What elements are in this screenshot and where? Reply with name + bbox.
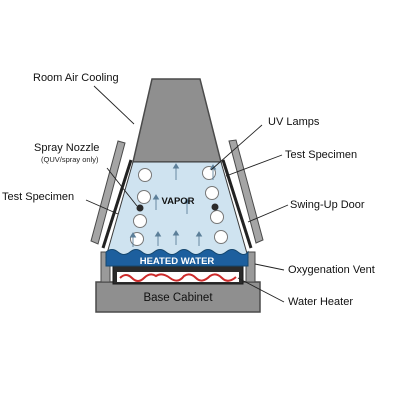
uv-lamp-icon [138, 168, 152, 182]
uv-lamp-icon [137, 190, 151, 204]
vapor-arrow-icon [152, 194, 160, 210]
vapor-arrow-icon [183, 198, 191, 214]
label-test-specimen-left: Test Specimen [2, 191, 74, 203]
spray-nozzle-icon [211, 203, 219, 211]
leader-spray-nozzle [106, 167, 138, 207]
water-heater-element [119, 273, 237, 282]
label-test-specimen-right: Test Specimen [285, 149, 357, 161]
uv-lamps [130, 166, 228, 246]
leader-test-specimen-right [225, 154, 283, 177]
label-oxygenation-vent: Oxygenation Vent [288, 264, 375, 276]
room-air-cooling-roof [132, 78, 222, 163]
test-specimen-right-panel [221, 159, 253, 249]
vapor-arrow-icon [172, 163, 180, 180]
leader-test-specimen-left [85, 199, 119, 215]
label-uv-lamps: UV Lamps [268, 116, 320, 128]
label-vapor: VAPOR [161, 196, 194, 207]
vapor-arrow-icon [129, 232, 137, 247]
leader-swing-up-door [247, 204, 289, 223]
swing-up-door-right [228, 139, 264, 244]
label-room-air-cooling: Room Air Cooling [33, 72, 119, 84]
spray-nozzle-icon [136, 204, 144, 212]
test-specimen-left-panel [101, 159, 133, 249]
label-spray-nozzle: Spray Nozzle [34, 142, 99, 154]
uv-lamp-icon [214, 230, 228, 244]
uv-lamp-icon [202, 166, 216, 180]
heater-bed [117, 272, 239, 282]
uv-lamp-icon [133, 214, 147, 228]
leader-oxygenation-vent [254, 263, 285, 271]
vapor-arrow-icon [172, 230, 180, 245]
vapor-arrows [129, 163, 217, 247]
oxygenation-vent-post [245, 251, 256, 283]
leader-room-air-cooling [93, 85, 135, 125]
base-cabinet-shape [95, 281, 261, 313]
leader-uv-lamps [210, 124, 263, 171]
label-swing-up-door: Swing-Up Door [290, 199, 365, 211]
label-base-cabinet: Base Cabinet [143, 292, 213, 304]
vapor-arrow-icon [154, 231, 162, 246]
vapor-arrow-icon [195, 231, 203, 246]
uv-lamp-icon [205, 186, 219, 200]
heated-water [105, 249, 249, 267]
uv-lamp-icon [210, 210, 224, 224]
label-water-heater: Water Heater [288, 296, 353, 308]
leader-water-heater [237, 277, 285, 303]
swing-up-door-left [90, 140, 126, 245]
label-heated-water: HEATED WATER [140, 256, 215, 267]
label-spray-nozzle-note: (QUV/spray only) [41, 155, 99, 164]
leader-lines [85, 85, 289, 303]
